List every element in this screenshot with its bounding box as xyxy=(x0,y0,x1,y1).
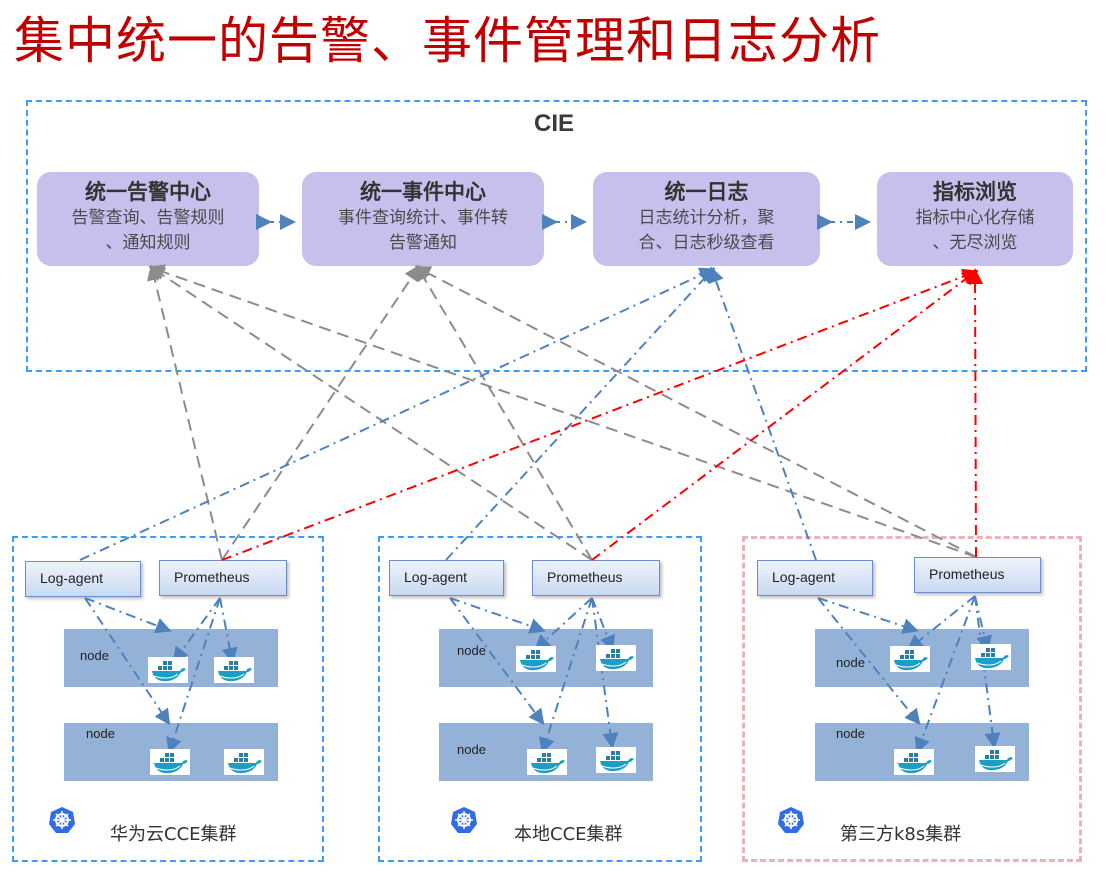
log-agent-box[interactable]: Log-agent xyxy=(389,560,504,596)
node-label: node xyxy=(457,742,486,757)
docker-whale-icon xyxy=(596,747,636,773)
docker-whale-icon xyxy=(224,749,264,775)
node-label: node xyxy=(80,648,109,663)
service-title: 指标浏览 xyxy=(933,180,1017,204)
docker-whale-icon xyxy=(527,749,567,775)
service-desc: 指标中心化存储 xyxy=(915,208,1035,228)
service-unified-alert-center[interactable]: 统一告警中心 告警查询、告警规则 、通知规则 xyxy=(37,172,259,266)
node-label: node xyxy=(836,655,865,670)
node-label: node xyxy=(86,726,115,741)
service-desc: 、通知规则 xyxy=(105,233,191,253)
cie-label: CIE xyxy=(534,110,575,137)
docker-whale-icon xyxy=(214,657,254,683)
docker-whale-icon xyxy=(894,749,934,775)
page-title: 集中统一的告警、事件管理和日志分析 xyxy=(14,12,881,70)
cluster-name: 华为云CCE集群 xyxy=(110,824,237,845)
service-desc: 告警通知 xyxy=(389,233,457,253)
service-metrics-browse[interactable]: 指标浏览 指标中心化存储 、无尽浏览 xyxy=(877,172,1073,266)
cluster-name: 第三方k8s集群 xyxy=(840,824,962,845)
prometheus-box[interactable]: Prometheus xyxy=(532,560,660,596)
cluster-name: 本地CCE集群 xyxy=(514,824,623,845)
docker-whale-icon xyxy=(890,646,930,672)
docker-whale-icon xyxy=(516,646,556,672)
log-agent-box[interactable]: Log-agent xyxy=(757,560,873,596)
service-unified-log[interactable]: 统一日志 日志统计分析，聚 合、日志秒级查看 xyxy=(593,172,820,266)
kubernetes-icon xyxy=(450,806,478,834)
prometheus-box[interactable]: Prometheus xyxy=(159,560,287,596)
docker-whale-icon xyxy=(150,749,190,775)
docker-whale-icon xyxy=(148,657,188,683)
service-desc: 事件查询统计、事件转 xyxy=(338,208,508,228)
docker-whale-icon xyxy=(975,746,1015,772)
prometheus-box[interactable]: Prometheus xyxy=(914,557,1041,593)
service-desc: 、无尽浏览 xyxy=(932,233,1018,253)
service-desc: 合、日志秒级查看 xyxy=(638,233,775,253)
service-desc: 日志统计分析，聚 xyxy=(638,208,775,228)
docker-whale-icon xyxy=(596,645,636,671)
kubernetes-icon xyxy=(777,806,805,834)
docker-whale-icon xyxy=(971,644,1011,670)
service-desc: 告警查询、告警规则 xyxy=(71,208,225,228)
log-agent-box[interactable]: Log-agent xyxy=(25,561,141,597)
service-title: 统一告警中心 xyxy=(85,180,211,204)
node-label: node xyxy=(457,643,486,658)
service-title: 统一日志 xyxy=(664,180,749,204)
kubernetes-icon xyxy=(48,806,76,834)
node-label: node xyxy=(836,726,865,741)
service-unified-event-center[interactable]: 统一事件中心 事件查询统计、事件转 告警通知 xyxy=(302,172,544,266)
service-title: 统一事件中心 xyxy=(360,180,486,204)
